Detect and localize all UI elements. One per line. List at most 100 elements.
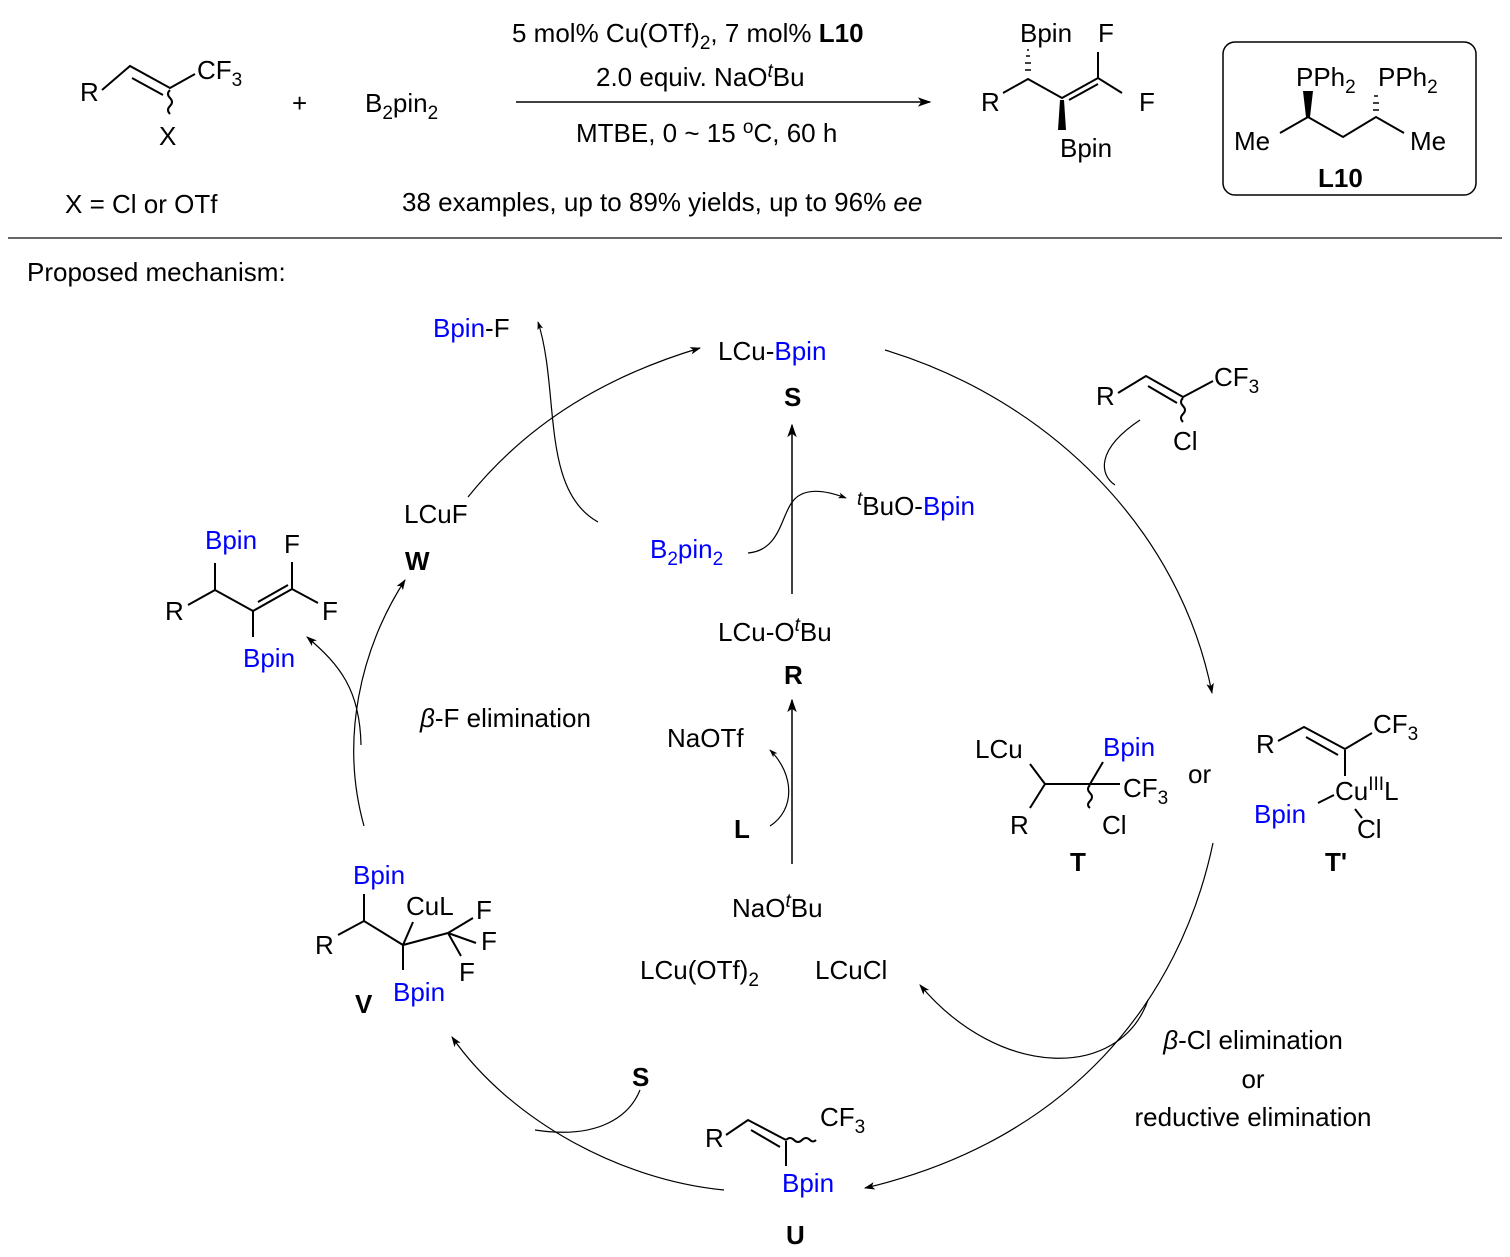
v-f3: F xyxy=(459,957,475,987)
ligand-bold-wedge xyxy=(1303,91,1313,117)
step-beta-cl-elimination: β-Cl elimination xyxy=(1162,1025,1343,1055)
tp-bpin: Bpin xyxy=(1254,799,1306,829)
arrow-substrate-in xyxy=(1103,419,1141,486)
intermediate-w-formula: LCuF xyxy=(404,499,468,529)
u-cf3: CF3 xyxy=(820,1102,865,1138)
arrow-s-in xyxy=(534,1089,641,1133)
ligand-box-frame xyxy=(1222,41,1477,196)
reactant-double-bond xyxy=(131,77,164,96)
ligand-l: L xyxy=(734,814,750,844)
product-bonds xyxy=(1002,76,1123,100)
product-bpin-top: Bpin xyxy=(1020,18,1072,48)
tp-bonds xyxy=(1277,725,1373,751)
product-f1: F xyxy=(1098,18,1114,48)
ligand-label: L10 xyxy=(1318,163,1363,193)
product-r: R xyxy=(981,87,1000,117)
reagent-b2pin2: B2pin2 xyxy=(650,534,723,570)
intermediate-t-prime: R CF3 CuIIIL Bpin Cl T' xyxy=(1254,709,1418,877)
intermediate-u-label: U xyxy=(786,1220,805,1250)
product-bpin-bottom: Bpin xyxy=(1060,133,1112,163)
intermediate-r-label: R xyxy=(784,660,803,690)
reactant-alkene: R CF3 X xyxy=(80,55,242,151)
product-f2: F xyxy=(1139,87,1155,117)
byproduct-bpin-f: Bpin-F xyxy=(433,313,510,343)
mp-double-bond xyxy=(257,584,289,603)
conditions-catalyst: 5 mol% Cu(OTf)2, 7 mol% L10 xyxy=(512,18,864,54)
reagent-naotbu: NaOtBu xyxy=(732,891,823,923)
byproduct-naotf: NaOTf xyxy=(667,723,744,753)
product-structure: Bpin F R F Bpin xyxy=(981,18,1155,163)
mechanism-product: Bpin F R F Bpin xyxy=(165,525,338,673)
ligand-l10-box: PPh2 PPh2 Me Me L10 xyxy=(1222,41,1477,196)
v-bpin-top: Bpin xyxy=(353,860,405,890)
intermediate-t-label: T xyxy=(1070,847,1086,877)
t-wavy-bond xyxy=(1087,784,1093,809)
tp-cu: CuIIIL xyxy=(1335,774,1399,806)
u-bonds xyxy=(725,1118,787,1141)
reactant-bonds xyxy=(101,64,196,91)
product-double-bond xyxy=(1068,83,1099,101)
t-cl: Cl xyxy=(1102,810,1127,840)
mp-f1: F xyxy=(284,529,300,559)
substrate-double-bond xyxy=(1147,385,1178,404)
intermediate-s-formula: LCu-Bpin xyxy=(718,336,826,366)
arrow-w-to-s xyxy=(467,347,702,498)
u-bpin: Bpin xyxy=(782,1168,834,1198)
u-double-bond xyxy=(750,1129,781,1148)
plus-sign: + xyxy=(292,88,307,118)
reagent-s: S xyxy=(632,1062,649,1092)
tp-cl: Cl xyxy=(1357,814,1382,844)
v-bpin-bottom: Bpin xyxy=(393,977,445,1007)
tp-cf3: CF3 xyxy=(1373,709,1418,745)
substrate-alkene: R CF3 Cl xyxy=(1096,362,1259,456)
mp-r: R xyxy=(165,596,184,626)
mp-bpin-top: Bpin xyxy=(205,525,257,555)
v-f1: F xyxy=(476,895,492,925)
mp-bpin-bottom: Bpin xyxy=(243,643,295,673)
intermediate-w-label: W xyxy=(405,546,430,576)
ligand-me-left: Me xyxy=(1234,126,1270,156)
product-hashed-wedge xyxy=(1025,49,1031,71)
arrow-tbuo-bpin-out xyxy=(747,490,847,554)
t-cf3: CF3 xyxy=(1123,773,1168,809)
x-definition: X = Cl or OTf xyxy=(65,189,218,219)
ligand-pph2-right: PPh2 xyxy=(1378,62,1438,98)
t-bonds xyxy=(1029,761,1120,809)
substrate-r: R xyxy=(1096,381,1115,411)
arrow-s-to-t xyxy=(884,349,1214,695)
tp-double-bond xyxy=(1305,736,1339,756)
ligand-pph2-left: PPh2 xyxy=(1296,62,1356,98)
arrow-t-to-u xyxy=(863,842,1214,1190)
step-beta-f-elimination: β-F elimination xyxy=(419,703,591,733)
ligand-hashed-wedge xyxy=(1373,95,1379,111)
product-bold-wedge xyxy=(1058,100,1066,130)
v-r: R xyxy=(315,930,334,960)
tp-cu-bonds xyxy=(1317,750,1363,819)
intermediate-t: LCu Bpin CF3 R Cl T xyxy=(975,732,1168,877)
step-or: or xyxy=(1241,1064,1264,1094)
reactant-x: X xyxy=(159,121,176,151)
arrow-to-product xyxy=(306,636,362,746)
intermediate-s-label: S xyxy=(784,382,801,412)
conditions-base: 2.0 equiv. NaOtBu xyxy=(596,61,805,92)
arrow-v-to-w xyxy=(353,579,406,827)
mp-f2: F xyxy=(322,596,338,626)
intermediate-v: Bpin CuL F R F F Bpin V xyxy=(315,860,497,1019)
u-r: R xyxy=(705,1123,724,1153)
mechanism-title: Proposed mechanism: xyxy=(27,257,286,287)
substrate-bonds xyxy=(1117,374,1214,399)
precatalyst-cu-otf2: LCu(OTf)2 xyxy=(640,955,759,991)
byproduct-tbuo-bpin: tBuO-Bpin xyxy=(857,489,975,521)
v-cul: CuL xyxy=(406,891,454,921)
arrow-to-lcucl xyxy=(919,984,1149,1059)
ligand-backbone xyxy=(1279,115,1405,139)
t-lcu: LCu xyxy=(975,734,1023,764)
u-wavy-bond xyxy=(785,1137,817,1143)
step-reductive-elimination: reductive elimination xyxy=(1134,1102,1371,1132)
precatalyst-cucl: LCuCl xyxy=(815,955,887,985)
v-f2: F xyxy=(481,926,497,956)
t-r: R xyxy=(1010,810,1029,840)
reactant-r: R xyxy=(80,77,99,107)
substrate-wavy-bond xyxy=(1180,397,1186,423)
